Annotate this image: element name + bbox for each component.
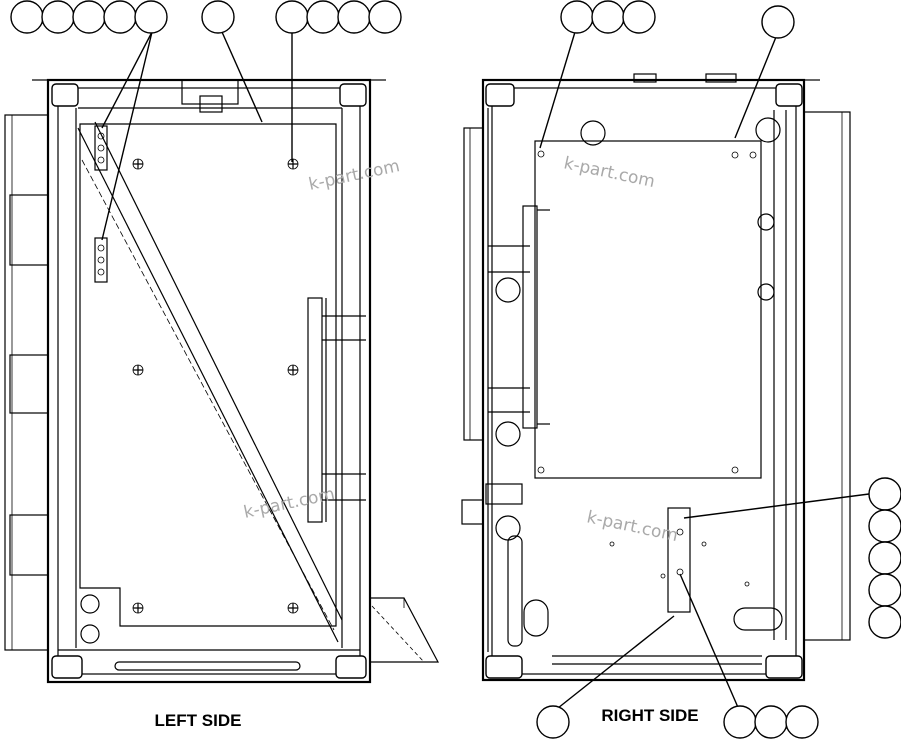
right-side-label: RIGHT SIDE — [601, 706, 698, 725]
leader-line — [679, 573, 741, 713]
left-main-panel — [79, 123, 337, 627]
callout-balloon — [337, 0, 371, 34]
callout-balloon — [134, 0, 168, 34]
leader-line — [683, 493, 870, 519]
callout-balloon — [868, 509, 901, 543]
callout-balloon — [201, 0, 235, 34]
right-side-view — [461, 73, 851, 682]
callout-balloon — [560, 0, 594, 34]
callout-balloon — [622, 0, 656, 34]
callout-balloon — [868, 477, 901, 511]
watermark-text: k-part.com — [585, 507, 680, 546]
left-side-label: LEFT SIDE — [155, 711, 242, 730]
callout-balloon — [868, 605, 901, 639]
callout-balloon — [785, 705, 819, 739]
watermark-text: k-part.com — [307, 156, 402, 195]
leader-line — [221, 31, 263, 123]
callout-balloon — [103, 0, 137, 34]
watermark-text: k-part.com — [562, 153, 657, 192]
left-side-view — [4, 78, 439, 684]
callouts — [10, 0, 901, 739]
leader-line — [552, 615, 675, 713]
callout-balloon — [306, 0, 340, 34]
callout-balloon — [41, 0, 75, 34]
callout-balloon — [591, 0, 625, 34]
callout-balloon — [761, 5, 795, 39]
callout-balloon — [723, 705, 757, 739]
leader-line — [101, 31, 153, 129]
callout-balloon — [868, 541, 901, 575]
callout-balloon — [868, 573, 901, 607]
callout-balloon — [754, 705, 788, 739]
leader-line — [734, 36, 777, 139]
leader-line — [101, 31, 153, 241]
callout-balloon — [10, 0, 44, 34]
callout-balloon — [275, 0, 309, 34]
right-main-panel — [534, 140, 762, 479]
callout-balloon — [536, 705, 570, 739]
leader-line — [539, 31, 576, 149]
callout-balloon — [72, 0, 106, 34]
callout-balloon — [368, 0, 402, 34]
